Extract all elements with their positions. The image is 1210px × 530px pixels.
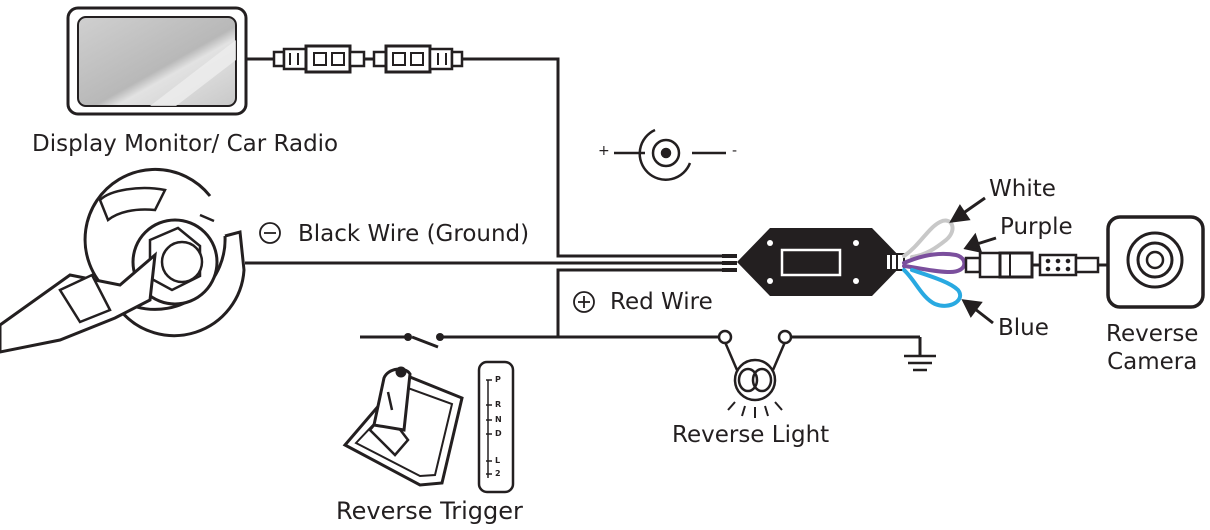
- reverse-switch-icon: [404, 333, 444, 341]
- white-wire-label: White: [989, 176, 1056, 202]
- gear-shifter-icon: [342, 366, 464, 487]
- display-monitor-icon: [66, 6, 248, 116]
- purple-wire-label: Purple: [1000, 214, 1073, 240]
- power-plus-symbol-icon: [573, 291, 595, 313]
- reverse-light-label: Reverse Light: [672, 422, 830, 448]
- ground-connection-wrench-icon: [0, 167, 246, 354]
- red-wire-label: Red Wire: [610, 289, 713, 315]
- reverse-camera-label-line2: Camera: [1107, 349, 1198, 375]
- gear-indicator-strip-icon: [477, 360, 515, 494]
- monitor-connector-icon: [246, 44, 464, 74]
- display-monitor-label: Display Monitor/ Car Radio: [32, 131, 339, 157]
- reverse-trigger-label: Reverse Trigger: [336, 497, 523, 525]
- reverse-camera-icon: [1106, 215, 1205, 309]
- blue-wire-label: Blue: [998, 315, 1049, 341]
- reverse-light-bulb-icon: [717, 329, 793, 418]
- reverse-camera-label: Reverse Camera: [1106, 320, 1198, 376]
- control-box-icon: [722, 228, 905, 296]
- ground-minus-symbol-icon: [259, 222, 281, 244]
- dc-plus-label: +: [598, 143, 610, 159]
- gear-label-d: D: [495, 429, 502, 438]
- black-wire-label: Black Wire (Ground): [298, 221, 530, 247]
- gear-label-2: 2: [495, 469, 501, 478]
- colored-wire-loops: [902, 218, 967, 308]
- dc-polarity-symbol-icon: [614, 128, 726, 181]
- ground-symbol-icon: [904, 354, 936, 372]
- wires: [245, 57, 922, 355]
- wire-arrows: [949, 196, 997, 325]
- gear-label-r: R: [495, 400, 502, 409]
- reverse-camera-label-line1: Reverse: [1106, 321, 1199, 347]
- gear-label-p: P: [495, 375, 501, 384]
- dc-minus-label: -: [732, 143, 738, 159]
- gear-label-l: L: [495, 456, 501, 465]
- gear-label-n: N: [495, 415, 502, 424]
